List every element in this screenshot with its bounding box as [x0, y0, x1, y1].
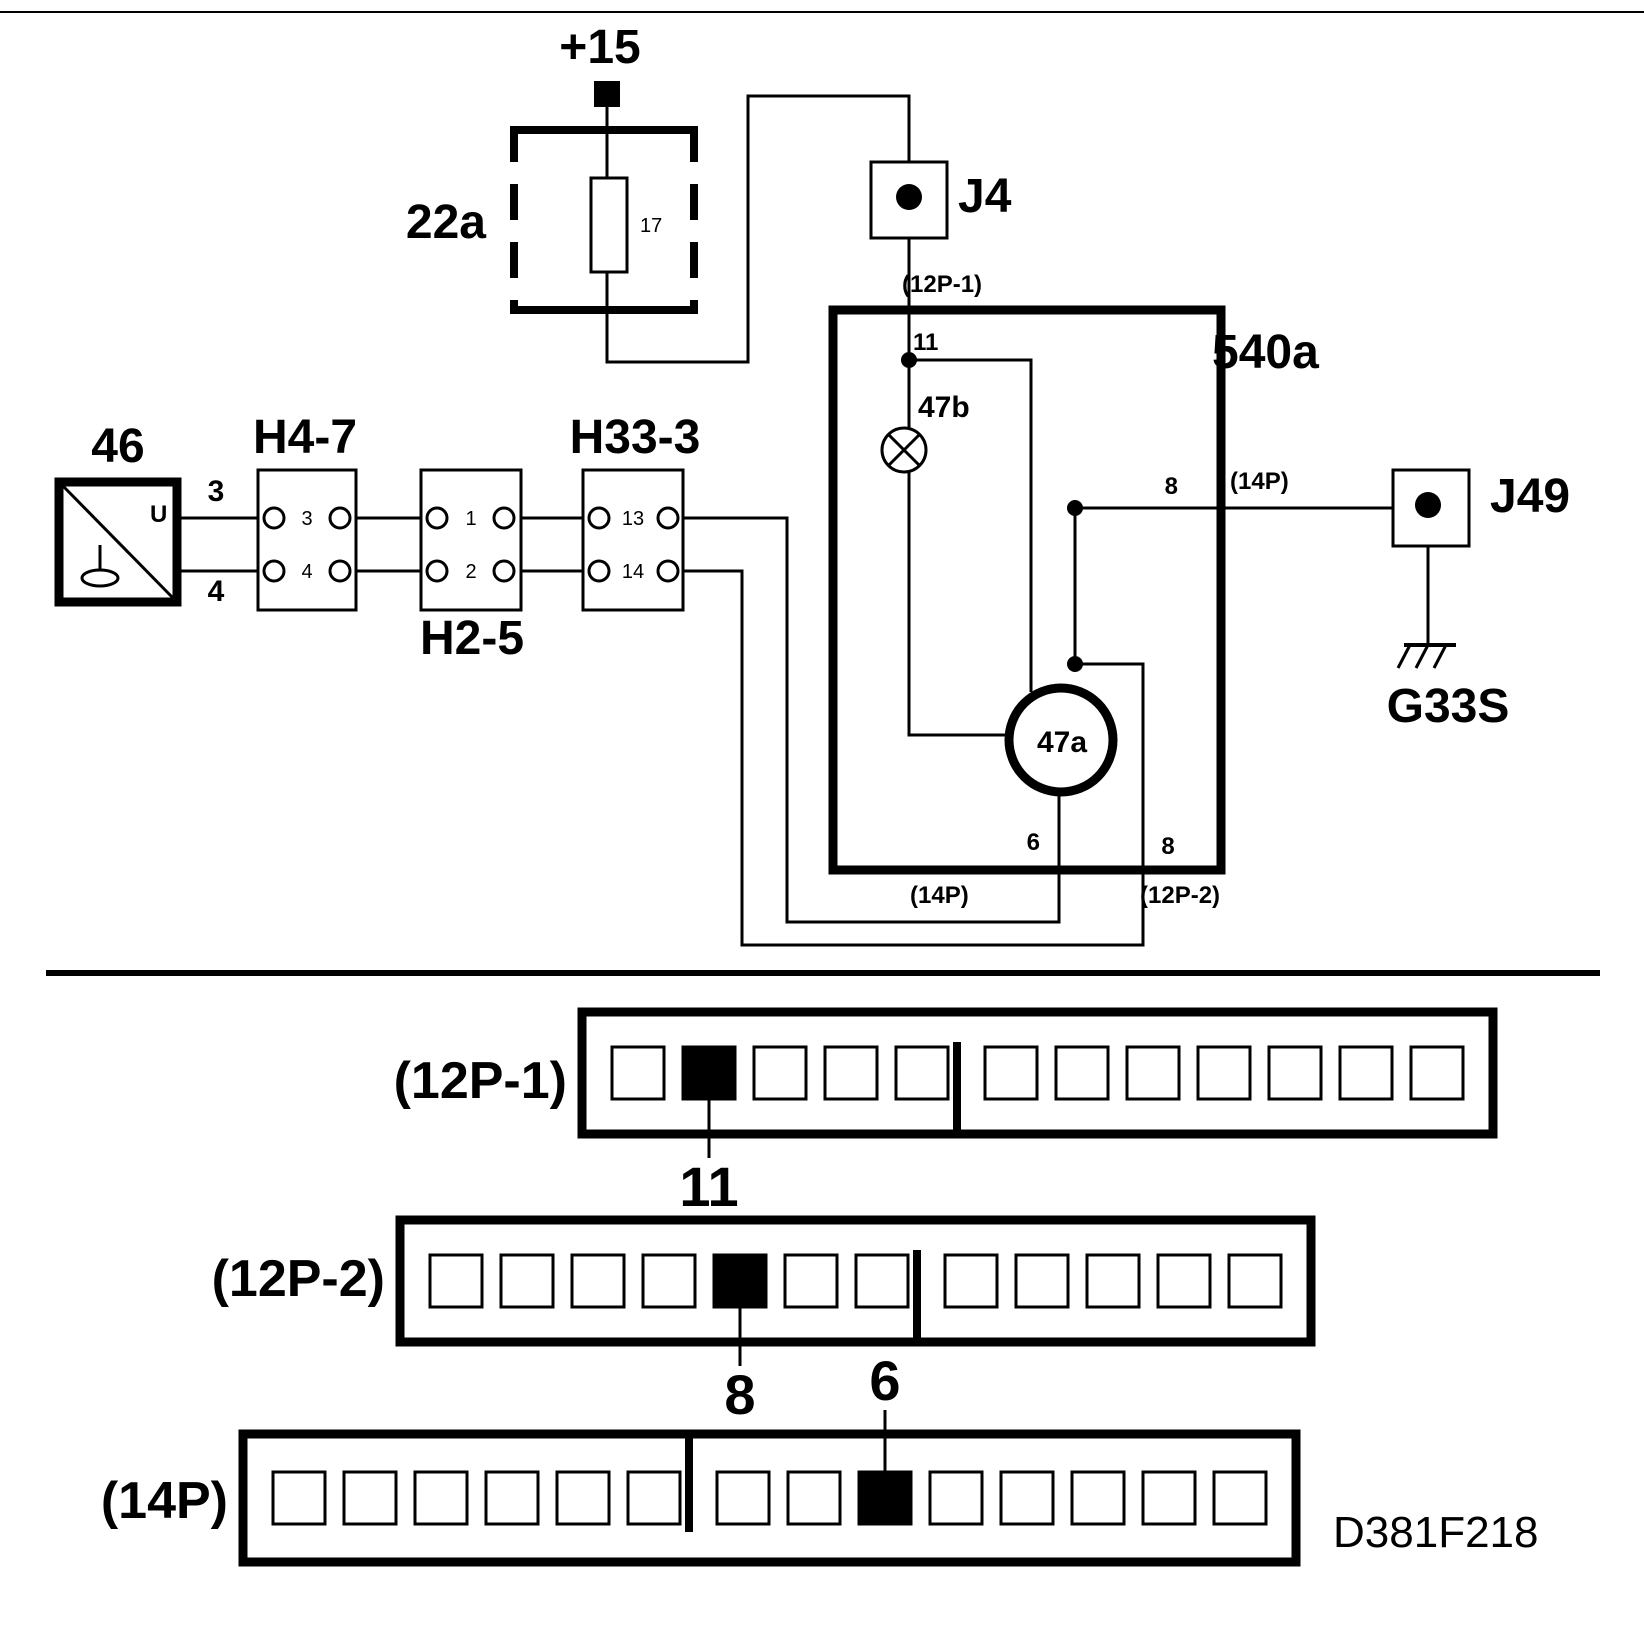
fuse-number: 17	[640, 215, 662, 237]
connector-h33-3	[581, 468, 685, 612]
sensor-symbol-icon	[80, 545, 120, 588]
active-pin	[712, 1253, 768, 1309]
h4-7-label: H4-7	[253, 411, 357, 464]
sensor-symbol-text: U	[150, 501, 167, 528]
j4-dot	[896, 184, 922, 210]
pin	[1070, 1470, 1126, 1526]
pin	[641, 1253, 697, 1309]
pin	[1227, 1253, 1283, 1309]
conn-14p-bottom-label: (14P)	[910, 882, 969, 909]
pin	[854, 1253, 910, 1309]
pin	[342, 1470, 398, 1526]
connector-h4-7	[256, 468, 358, 612]
active-pin	[681, 1045, 737, 1101]
figure-id: D381F218	[1333, 1508, 1538, 1557]
pin-8-bottom-label: 8	[1161, 833, 1174, 860]
pin	[1196, 1045, 1252, 1101]
j49-dot	[1415, 492, 1441, 518]
pin	[1212, 1470, 1268, 1526]
j4-label: J4	[958, 170, 1012, 223]
motor-symbol	[1004, 683, 1118, 797]
lamp-label: 47b	[918, 391, 970, 424]
active-pin-label: 8	[724, 1363, 755, 1426]
pin-8-right-label: 8	[1165, 473, 1178, 500]
pin	[570, 1253, 626, 1309]
unit-540a-label: 540a	[1212, 326, 1319, 379]
pin	[928, 1470, 984, 1526]
wire-fuse-j4	[605, 94, 911, 364]
pin	[752, 1045, 808, 1101]
pin	[484, 1470, 540, 1526]
h2-5-label: H2-5	[420, 612, 524, 665]
pin	[1085, 1253, 1141, 1309]
wire-motor-pin13	[684, 516, 1061, 924]
h4-7-pin-top: 3	[301, 508, 312, 530]
pin	[983, 1045, 1039, 1101]
pin	[943, 1253, 999, 1309]
connector-view-label: (12P-2)	[212, 1250, 385, 1308]
connector-view-3: (14P) 6	[101, 1349, 1301, 1567]
wire-motor-pin14	[684, 569, 1145, 947]
sensor-wire-top: 3	[208, 475, 225, 508]
connector-view-label: (14P)	[101, 1472, 228, 1530]
h4-7-pin-bottom: 4	[301, 561, 312, 583]
wire-lamp-motor	[907, 472, 1006, 737]
h33-3-label: H33-3	[570, 411, 701, 464]
pin	[715, 1470, 771, 1526]
pin	[1141, 1470, 1197, 1526]
h33-3-pin-bottom: 14	[622, 561, 644, 583]
connector-view-1: (12P-1) 11	[394, 1007, 1498, 1218]
wire-11-motor	[909, 358, 1033, 692]
supply-label: +15	[559, 21, 640, 74]
pin	[610, 1045, 666, 1101]
conn-12p1-label: (12P-1)	[902, 271, 982, 298]
pin	[1125, 1045, 1181, 1101]
pin	[271, 1470, 327, 1526]
pin	[626, 1470, 682, 1526]
h33-3-pin-top: 13	[622, 508, 644, 530]
connector-h2-5	[419, 468, 523, 612]
connector-view-2: (12P-2) 8	[212, 1215, 1316, 1426]
fuse-box	[510, 126, 698, 314]
fuse-box-label: 22a	[406, 196, 486, 249]
conn-14p-right-label: (14P)	[1230, 468, 1289, 495]
motor-label: 47a	[1037, 726, 1087, 759]
pin	[823, 1045, 879, 1101]
pin-11-label: 11	[913, 329, 938, 356]
unit-540a-box	[828, 305, 1226, 875]
supply-terminal	[594, 81, 620, 107]
pin	[1156, 1253, 1212, 1309]
connector-views: (12P-1) 11 (12P-2) 8 (14P) 6	[101, 1007, 1498, 1567]
pin	[999, 1470, 1055, 1526]
pin	[783, 1253, 839, 1309]
fuse-element	[589, 176, 629, 274]
pin	[1267, 1045, 1323, 1101]
h2-5-pin-top: 1	[465, 508, 476, 530]
pin	[1338, 1045, 1394, 1101]
h2-5-pin-bottom: 2	[465, 561, 476, 583]
pin	[894, 1045, 950, 1101]
pin	[555, 1470, 611, 1526]
active-pin-label: 6	[869, 1349, 900, 1412]
pin	[1014, 1253, 1070, 1309]
pin	[786, 1470, 842, 1526]
connector-view-label: (12P-1)	[394, 1052, 567, 1110]
pin	[428, 1253, 484, 1309]
active-pin-label: 11	[679, 1155, 738, 1218]
pin	[1054, 1045, 1110, 1101]
pin	[499, 1253, 555, 1309]
pin	[1409, 1045, 1465, 1101]
sensor-wire-bottom: 4	[208, 575, 225, 608]
ground-icon	[1396, 643, 1456, 669]
active-pin	[857, 1470, 913, 1526]
pin	[413, 1470, 469, 1526]
pin-6-label: 6	[1027, 829, 1040, 856]
conn-12p2-label: (12P-2)	[1140, 882, 1220, 909]
ground-label: G33S	[1387, 680, 1510, 733]
sensor-label: 46	[91, 420, 144, 473]
j49-label: J49	[1490, 470, 1570, 523]
